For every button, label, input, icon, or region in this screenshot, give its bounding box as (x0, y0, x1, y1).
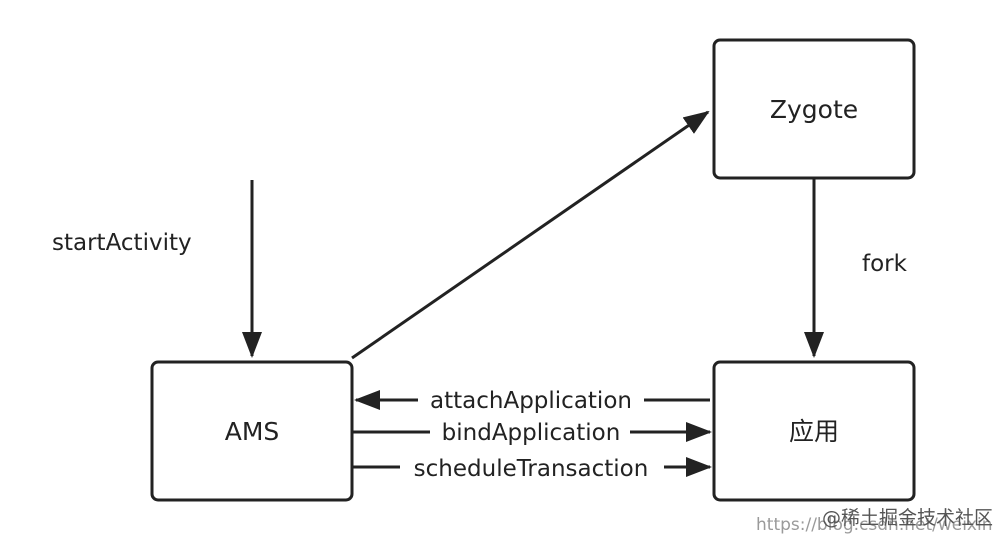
node-app-box (712, 360, 916, 502)
edge-schedule-transaction-label: scheduleTransaction (414, 456, 649, 482)
node-app-label: 应用 (789, 417, 839, 446)
edge-bind-application-label: bindApplication (442, 420, 621, 446)
node-ams-label: AMS (225, 417, 280, 446)
node-app: 应用 (712, 360, 916, 502)
edge-attach-application: attachApplication (354, 388, 710, 414)
edge-bind-application: bindApplication (352, 420, 712, 446)
node-ams: AMS (150, 360, 354, 502)
edge-schedule-transaction: scheduleTransaction (352, 456, 712, 482)
edge-ams-to-zygote (351, 110, 710, 360)
edge-start-activity-label: startActivity (52, 230, 192, 256)
edge-fork: fork (804, 178, 908, 358)
edge-fork-label: fork (862, 251, 908, 277)
node-zygote-label: Zygote (770, 95, 858, 124)
edge-attach-application-label: attachApplication (430, 388, 632, 414)
edge-start-activity: startActivity (52, 180, 262, 358)
node-zygote: Zygote (712, 38, 916, 180)
watermark-url: https://blog.csdn.net/weixin (756, 515, 993, 535)
watermark: https://blog.csdn.net/weixin @稀土掘金技术社区 (756, 507, 993, 535)
watermark-site: @稀土掘金技术社区 (822, 507, 993, 529)
edge-ams-to-zygote-line (351, 110, 710, 360)
